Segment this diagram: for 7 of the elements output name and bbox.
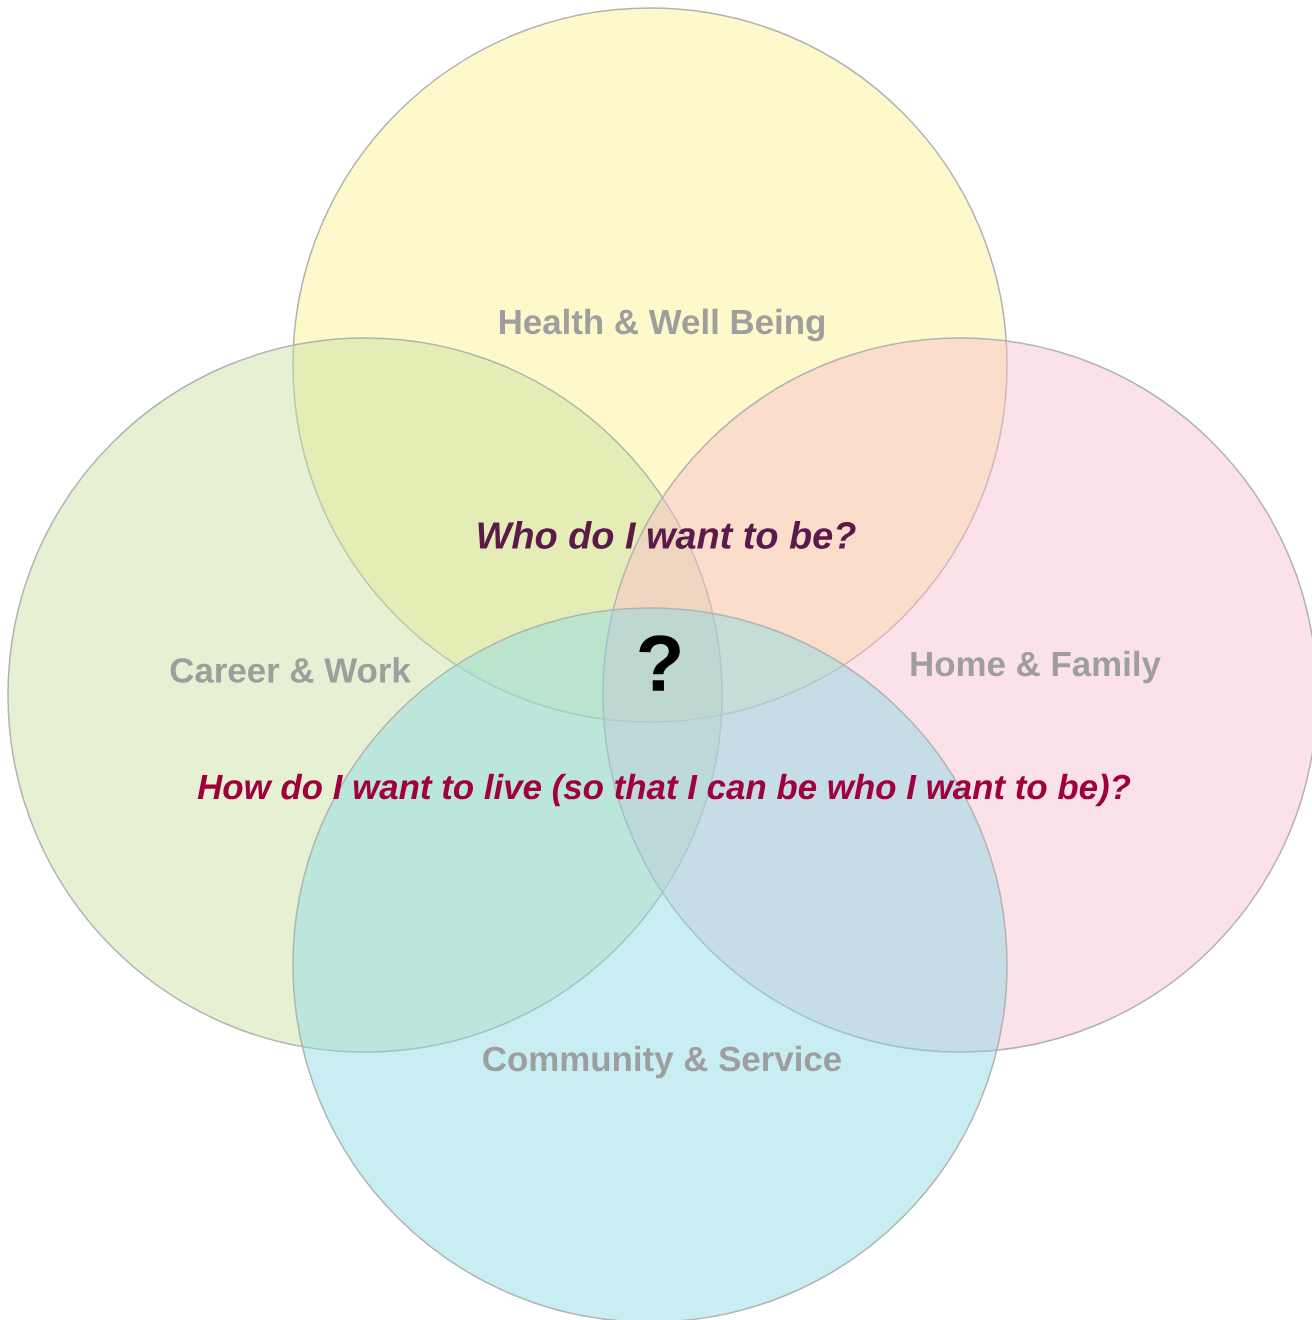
circle-label: Career & Work — [170, 657, 411, 683]
circle-label: Health & Well Being — [499, 308, 824, 342]
question-mark: ? — [639, 635, 680, 691]
question-text: Who do I want to be? — [478, 521, 856, 549]
question-text: How do I want to live (so that I can be who I want to be)? — [197, 773, 1131, 807]
circle-label: Community & Service — [483, 1045, 841, 1079]
circle-label: Home & Family — [911, 650, 1161, 684]
